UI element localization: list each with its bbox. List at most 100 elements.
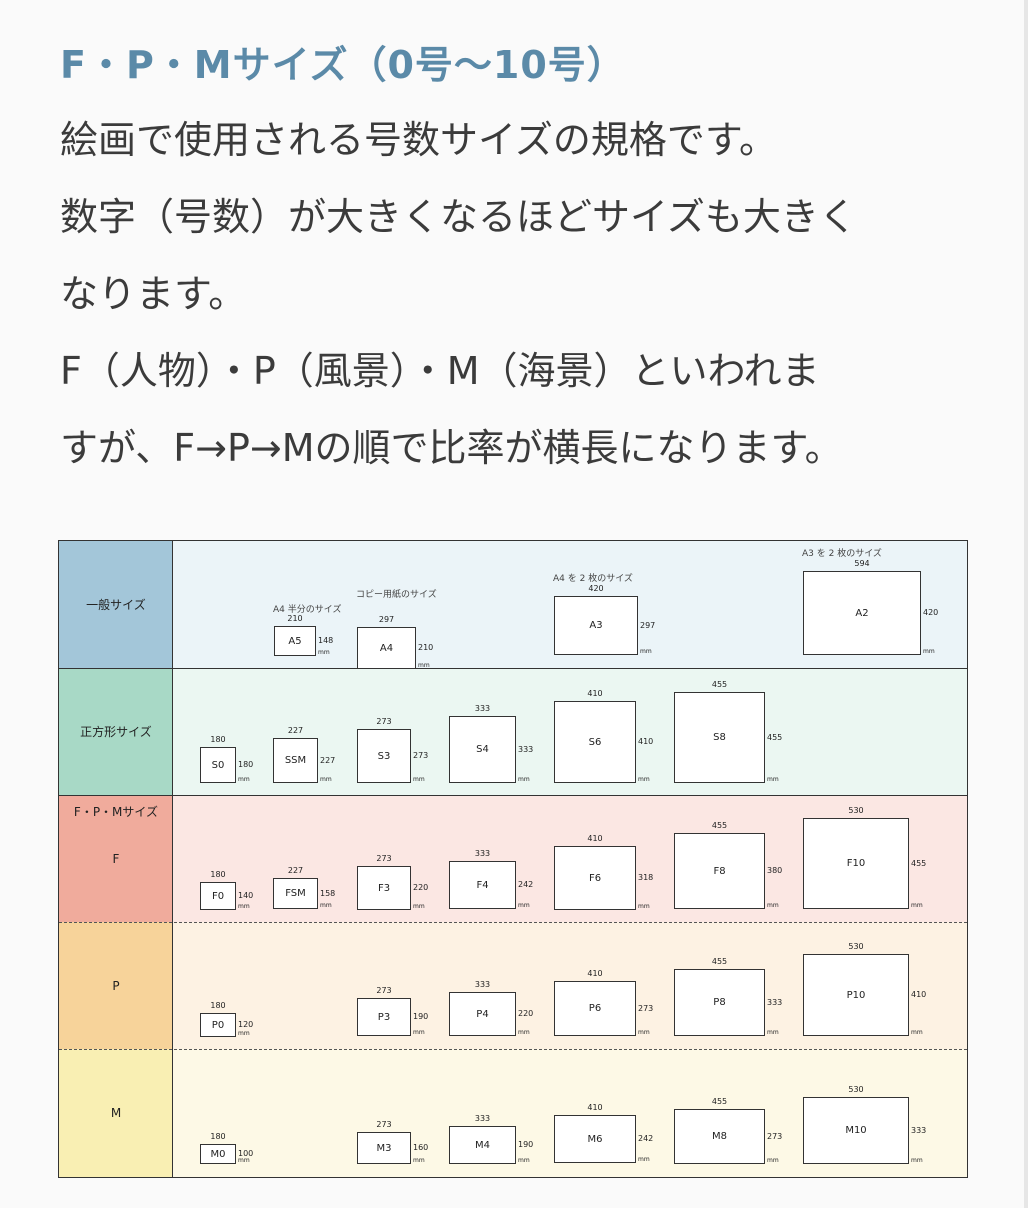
canvas-f3: F3 <box>357 866 411 910</box>
page-edge <box>1024 0 1028 1208</box>
caption-a2: A3 を 2 枚のサイズ <box>802 549 882 559</box>
unit-label: mm <box>911 1029 923 1036</box>
row-label-text: M <box>110 1106 122 1120</box>
unit-label: mm <box>413 1029 425 1036</box>
canvas-fsm: FSM <box>273 878 318 909</box>
unit-label: mm <box>413 1157 425 1164</box>
row-label-square: 正方形サイズ <box>59 668 173 795</box>
height-label: 210 <box>418 643 434 652</box>
width-label: 227 <box>287 726 304 735</box>
width-label: 530 <box>848 1085 864 1094</box>
canvas-m6: M6 <box>554 1115 636 1163</box>
width-label: 333 <box>474 1114 491 1123</box>
canvas-a4: A4 <box>357 627 416 669</box>
canvas-p0: P0 <box>200 1013 236 1037</box>
unit-label: mm <box>413 776 425 783</box>
unit-label: mm <box>320 776 332 783</box>
caption-a5: A4 半分のサイズ <box>273 605 342 615</box>
canvas-s4: S4 <box>449 716 516 783</box>
height-label: 273 <box>767 1131 783 1141</box>
row-label-f: F・P・Mサイズ F <box>59 795 173 922</box>
height-label: 242 <box>518 880 534 889</box>
canvas-a2: A2 <box>803 571 921 655</box>
width-label: 455 <box>711 1097 728 1106</box>
canvas-m4: M4 <box>449 1126 516 1164</box>
canvas-p3: P3 <box>357 998 411 1036</box>
canvas-f8: F8 <box>674 833 765 909</box>
width-label: 273 <box>376 717 392 726</box>
unit-label: mm <box>238 776 250 783</box>
unit-label: mm <box>638 776 650 783</box>
width-label: 273 <box>376 1120 392 1129</box>
width-label: 333 <box>474 849 491 858</box>
section-heading: F・P・Mサイズ（0号〜10号） <box>60 43 626 87</box>
row-divider <box>59 795 967 796</box>
canvas-f0: F0 <box>200 882 236 910</box>
fpm-header-text: F・P・Mサイズ <box>73 805 159 819</box>
unit-label: mm <box>318 649 330 656</box>
height-label: 410 <box>911 990 927 999</box>
height-label: 242 <box>638 1134 654 1143</box>
width-label: 594 <box>854 559 870 568</box>
width-label: 420 <box>588 584 604 593</box>
width-label: 410 <box>587 689 603 698</box>
height-label: 455 <box>911 858 927 868</box>
paragraph-line: すが、F→P→Mの順で比率が横長になります。 <box>60 426 843 470</box>
row-label-text: F <box>112 852 120 866</box>
unit-label: mm <box>238 903 250 910</box>
canvas-p8: P8 <box>674 969 765 1036</box>
width-label: 180 <box>210 1132 226 1141</box>
height-label: 148 <box>318 636 334 645</box>
height-label: 227 <box>320 755 336 765</box>
canvas-a5: A5 <box>274 626 316 656</box>
description-paragraph: 絵画で使用される号数サイズの規格です。 数字（号数）が大きくなるほどサイズも大き… <box>60 102 960 487</box>
height-label: 190 <box>413 1012 429 1021</box>
height-label: 455 <box>767 732 783 742</box>
width-label: 455 <box>711 957 728 966</box>
width-label: 410 <box>587 969 603 978</box>
row-label-text: 一般サイズ <box>86 598 146 612</box>
paragraph-line: F（人物）・P（風景）・M（海景）といわれま <box>60 349 820 393</box>
canvas-a3: A3 <box>554 596 638 655</box>
canvas-s0: S0 <box>200 747 236 783</box>
width-label: 410 <box>587 1103 603 1112</box>
width-label: 297 <box>378 615 395 624</box>
width-label: 333 <box>474 704 491 713</box>
width-label: 180 <box>210 735 226 744</box>
width-label: 210 <box>287 614 303 623</box>
canvas-s6: S6 <box>554 701 636 783</box>
height-label: 420 <box>923 608 939 617</box>
unit-label: mm <box>518 776 530 783</box>
canvas-ssm: SSM <box>273 738 318 783</box>
unit-label: mm <box>638 1029 650 1036</box>
canvas-f6: F6 <box>554 846 636 910</box>
unit-label: mm <box>320 902 332 909</box>
row-label-p: P <box>59 922 173 1049</box>
canvas-m0: M0 <box>200 1144 236 1164</box>
canvas-s3: S3 <box>357 729 411 783</box>
canvas-s8: S8 <box>674 692 765 783</box>
unit-label: mm <box>638 1156 650 1163</box>
height-label: 333 <box>767 997 783 1007</box>
width-label: 455 <box>711 821 728 830</box>
row-label-text: 正方形サイズ <box>80 725 152 739</box>
unit-label: mm <box>767 776 779 783</box>
height-label: 333 <box>911 1125 927 1135</box>
unit-label: mm <box>923 648 935 655</box>
width-label: 410 <box>587 834 603 843</box>
canvas-f10: F10 <box>803 818 909 909</box>
row-label-general: 一般サイズ <box>59 541 173 668</box>
canvas-p10: P10 <box>803 954 909 1036</box>
row-divider <box>59 668 967 669</box>
canvas-m8: M8 <box>674 1109 765 1164</box>
height-label: 273 <box>413 751 429 760</box>
unit-label: mm <box>767 902 779 909</box>
width-label: 273 <box>376 986 392 995</box>
height-label: 220 <box>413 883 429 892</box>
unit-label: mm <box>767 1029 779 1036</box>
height-label: 180 <box>238 760 254 769</box>
height-label: 158 <box>320 888 336 898</box>
unit-label: mm <box>911 1157 923 1164</box>
height-label: 140 <box>238 891 254 900</box>
height-label: 160 <box>413 1143 429 1152</box>
